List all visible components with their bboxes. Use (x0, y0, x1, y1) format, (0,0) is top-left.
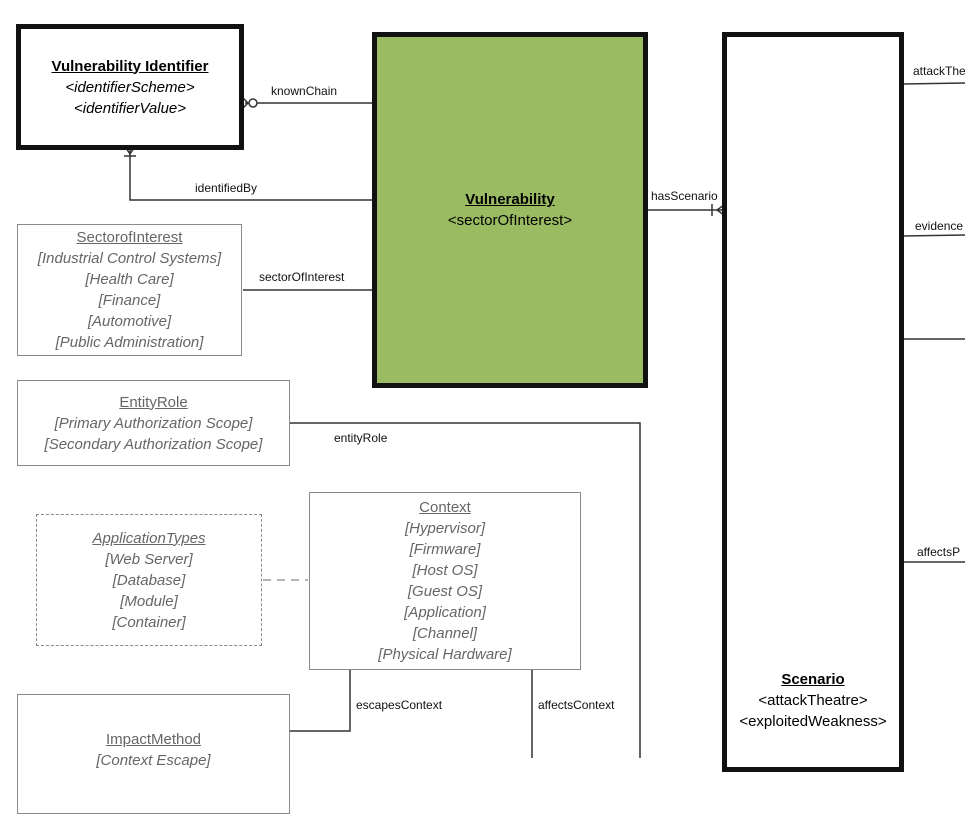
affects-p-label: affectsP (917, 545, 961, 559)
exploited-weakness-attr: <exploitedWeakness> (739, 713, 887, 730)
sector-of-interest-title: SectorofInterest (76, 229, 183, 246)
context-item: [Application] (404, 604, 486, 621)
vulnerability-title: Vulnerability (465, 191, 555, 208)
entity-role-label: entityRole (334, 431, 388, 445)
scenario-entity[interactable]: Scenario <attackTheatre> <exploitedWeakn… (722, 32, 904, 772)
vulnerability-identifier-title: Vulnerability Identifier (51, 57, 209, 75)
impact-method-item: [Context Escape] (96, 752, 211, 769)
context-item: [Guest OS] (407, 583, 483, 600)
sector-of-interest-attr: <sectorOfInterest> (447, 212, 573, 229)
impact-method-title: ImpactMethod (105, 731, 202, 748)
identifier-value-attr: <identifierValue> (73, 99, 187, 117)
attack-theatre-label: attackThe (913, 64, 965, 78)
entity-role-item: [Primary Authorization Scope] (54, 414, 253, 432)
identifier-scheme-attr: <identifierScheme> (65, 78, 195, 96)
has-scenario-label: hasScenario (651, 189, 718, 203)
known-chain-label: knownChain (271, 84, 338, 98)
scenario-title: Scenario (781, 671, 845, 688)
context-title: Context (419, 499, 471, 516)
identified-by-label: identifiedBy (195, 181, 258, 195)
attack-theatre-attr: <attackTheatre> (758, 692, 868, 709)
vulnerability-entity[interactable]: Vulnerability <sectorOfInterest> (372, 32, 648, 388)
sector-item: [Industrial Control Systems] (37, 250, 222, 267)
context-enum[interactable]: Context [Hypervisor] [Firmware] [Host OS… (309, 492, 581, 670)
entity-role-enum[interactable]: EntityRole [Primary Authorization Scope]… (17, 380, 290, 466)
context-item: [Host OS] (412, 562, 478, 579)
entity-role-title: EntityRole (119, 393, 188, 411)
application-type-item: [Module] (120, 592, 178, 610)
impact-method-enum[interactable]: ImpactMethod [Context Escape] (17, 694, 290, 814)
affects-context-label: affectsContext (538, 698, 615, 712)
sector-of-interest-enum[interactable]: SectorofInterest [Industrial Control Sys… (17, 224, 242, 356)
entity-role-item: [Secondary Authorization Scope] (44, 435, 263, 453)
context-item: [Channel] (412, 625, 478, 642)
application-type-item: [Database] (112, 571, 186, 589)
sector-item: [Public Administration] (55, 334, 204, 351)
sector-item: [Automotive] (87, 313, 172, 330)
application-type-item: [Container] (112, 613, 186, 631)
application-types-enum[interactable]: ApplicationTypes [Web Server] [Database]… (36, 514, 262, 646)
context-item: [Hypervisor] (404, 520, 486, 537)
sector-item: [Health Care] (85, 271, 174, 288)
application-types-title: ApplicationTypes (92, 529, 206, 547)
context-item: [Firmware] (409, 541, 481, 558)
evidence-label: evidence (915, 219, 964, 233)
sector-of-interest-label: sectorOfInterest (259, 270, 345, 284)
context-item: [Physical Hardware] (378, 646, 512, 663)
escapes-context-label: escapesContext (356, 698, 443, 712)
vulnerability-identifier-entity[interactable]: Vulnerability Identifier <identifierSche… (16, 24, 244, 150)
sector-item: [Finance] (98, 292, 161, 309)
application-type-item: [Web Server] (105, 550, 193, 568)
